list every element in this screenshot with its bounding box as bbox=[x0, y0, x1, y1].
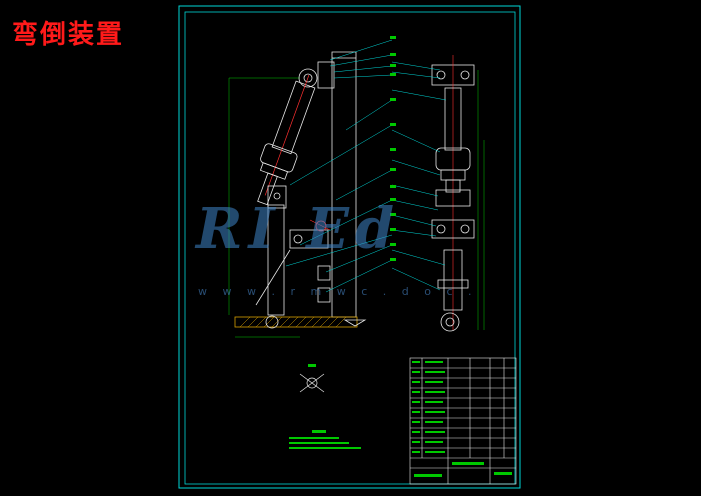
lower-clevis bbox=[267, 185, 287, 209]
side-cylinder-body bbox=[444, 87, 462, 151]
side-pivot bbox=[431, 219, 475, 239]
top-bracket bbox=[317, 61, 335, 89]
detail-view bbox=[299, 364, 325, 393]
title-block-text bbox=[412, 361, 512, 477]
side-leaders bbox=[391, 61, 447, 291]
technical-notes bbox=[289, 430, 361, 449]
watermark-url: w w w . r m w c . d o c . bbox=[198, 285, 478, 298]
hydraulic-cylinder bbox=[257, 75, 316, 206]
main-column bbox=[331, 51, 357, 318]
balloon-marks bbox=[390, 36, 396, 261]
pivot-block bbox=[289, 229, 329, 249]
side-view bbox=[431, 55, 485, 332]
leader-lines bbox=[285, 39, 393, 293]
watermark-logo: RI Ed bbox=[196, 196, 401, 262]
front-view bbox=[228, 51, 367, 338]
inner-frame bbox=[184, 11, 516, 485]
side-clevis bbox=[435, 189, 471, 207]
outer-frame bbox=[178, 5, 521, 489]
title-block bbox=[409, 357, 517, 485]
drawing-title: 弯倒装置 bbox=[12, 20, 125, 50]
